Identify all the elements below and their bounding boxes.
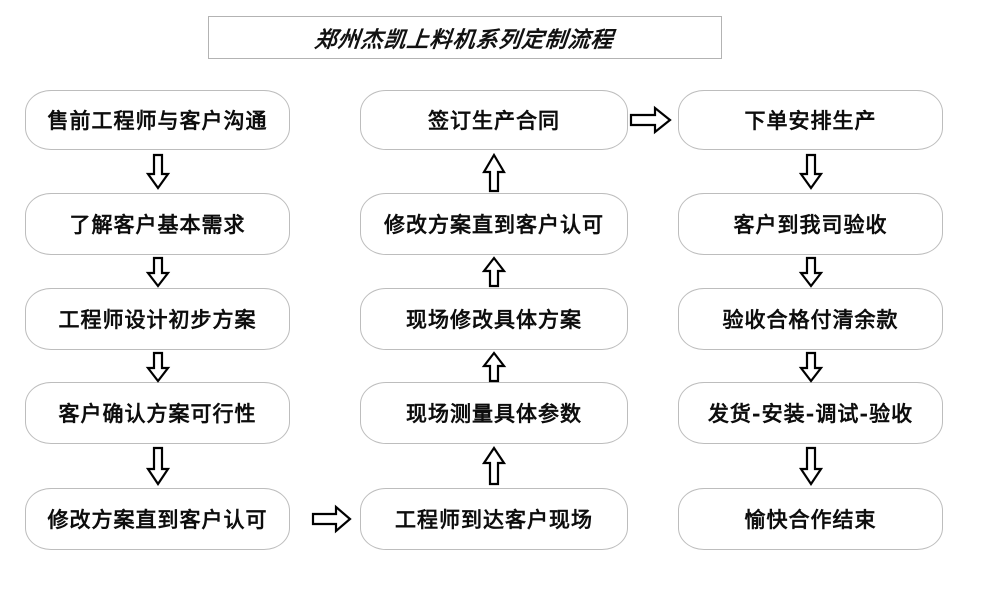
node-label: 工程师设计初步方案 xyxy=(58,306,257,332)
arrow-down-icon xyxy=(145,351,171,383)
node-label: 修改方案直到客户认可 xyxy=(47,506,268,532)
node-pay-balance-after-passing[interactable]: 验收合格付清余款 xyxy=(678,288,943,350)
diagram-title: 郑州杰凯上料机系列定制流程 xyxy=(313,26,616,53)
arrow-down-icon xyxy=(798,256,824,288)
node-label: 售前工程师与客户沟通 xyxy=(47,107,268,133)
arrow-up-icon xyxy=(481,446,507,486)
arrow-down-icon xyxy=(145,256,171,288)
arrow-up-icon xyxy=(482,152,506,193)
node-label: 修改方案直到客户认可 xyxy=(384,211,604,237)
node-label: 客户到我司验收 xyxy=(733,211,888,237)
node-label: 签订生产合同 xyxy=(428,107,560,133)
node-customer-confirm-feasibility[interactable]: 客户确认方案可行性 xyxy=(25,382,290,444)
node-revise-until-approved-2[interactable]: 修改方案直到客户认可 xyxy=(360,193,628,255)
node-onsite-revise-plan[interactable]: 现场修改具体方案 xyxy=(360,288,628,350)
diagram-title-box: 郑州杰凯上料机系列定制流程 xyxy=(208,16,722,59)
arrow-down-icon xyxy=(798,351,824,383)
arrow-down-icon xyxy=(145,446,171,486)
node-understand-basic-needs[interactable]: 了解客户基本需求 xyxy=(25,193,290,255)
node-label: 发货-安装-调试-验收 xyxy=(707,400,914,426)
arrow-right-icon xyxy=(629,105,672,135)
node-ship-install-debug-accept[interactable]: 发货-安装-调试-验收 xyxy=(678,382,943,444)
node-engineer-initial-plan[interactable]: 工程师设计初步方案 xyxy=(25,288,290,350)
node-label: 验收合格付清余款 xyxy=(722,306,899,332)
arrow-up-icon xyxy=(481,351,507,383)
node-label: 工程师到达客户现场 xyxy=(395,506,593,532)
node-label: 现场测量具体参数 xyxy=(406,400,582,426)
arrow-up-icon xyxy=(481,256,507,288)
node-place-order-production[interactable]: 下单安排生产 xyxy=(678,90,943,150)
arrow-down-icon xyxy=(798,446,824,486)
node-label: 下单安排生产 xyxy=(744,107,877,133)
node-onsite-measure-params[interactable]: 现场测量具体参数 xyxy=(360,382,628,444)
node-label: 愉快合作结束 xyxy=(744,506,877,532)
node-presales-communication[interactable]: 售前工程师与客户沟通 xyxy=(25,90,290,150)
node-customer-inspection[interactable]: 客户到我司验收 xyxy=(678,193,943,255)
arrow-down-icon xyxy=(145,153,171,190)
node-label: 了解客户基本需求 xyxy=(69,211,246,237)
node-sign-production-contract[interactable]: 签订生产合同 xyxy=(360,90,628,150)
node-engineer-arrive-onsite[interactable]: 工程师到达客户现场 xyxy=(360,488,628,550)
node-revise-until-approved-1[interactable]: 修改方案直到客户认可 xyxy=(25,488,290,550)
arrow-down-icon xyxy=(798,153,824,190)
arrow-right-icon xyxy=(311,504,352,534)
node-label: 现场修改具体方案 xyxy=(406,306,582,332)
node-label: 客户确认方案可行性 xyxy=(58,400,257,426)
node-happy-cooperation-end[interactable]: 愉快合作结束 xyxy=(678,488,943,550)
